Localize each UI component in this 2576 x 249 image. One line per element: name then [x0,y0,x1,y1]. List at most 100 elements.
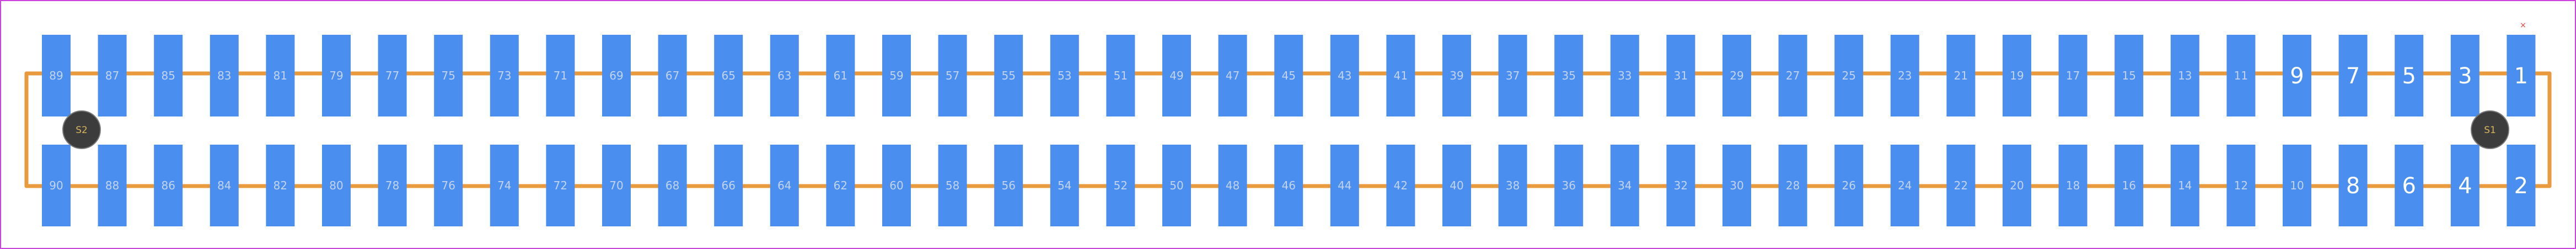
pad-rect [546,145,575,226]
pad-number: 72 [554,179,567,192]
pad-rect [154,35,183,116]
pad-rect [1162,145,1191,226]
pad-number: 82 [273,179,287,192]
pad-number: 7 [2346,63,2360,89]
pad-rect [546,35,575,116]
pad-number: 90 [49,179,63,192]
top-row-pad-67: 67 [658,35,687,116]
fiducial-label: S2 [76,125,88,136]
pad-number: 63 [777,69,791,82]
top-row-pad-43: 43 [1330,35,1359,116]
bottom-row-pad-68: 68 [658,145,687,226]
pad-rect [1890,35,1919,116]
pad-number: 5 [2402,63,2416,89]
pad-number: 40 [1450,179,1463,192]
pad-rect [1386,35,1415,116]
pad-number: 16 [2122,179,2135,192]
top-row-pad-5: 5 [2395,35,2424,116]
top-row-pad-29: 29 [1722,35,1751,116]
pad-rect [602,145,631,226]
bottom-row-pad-76: 76 [434,145,463,226]
pad-rect [994,35,1023,116]
top-row-pad-51: 51 [1106,35,1135,116]
pad-rect [2003,145,2031,226]
pad-rect [2226,35,2256,116]
top-row-pad-65: 65 [714,35,743,116]
pad-number: 83 [217,69,231,82]
pad-rect [2395,145,2424,226]
pad-number: 14 [2178,179,2192,192]
pad-number: 32 [1674,179,1688,192]
pad-rect [98,35,127,116]
pad-number: 65 [721,69,735,82]
bottom-row-pad-4: 4 [2450,145,2480,226]
pad-number: 81 [273,69,287,82]
pad-rect [2058,145,2087,226]
top-row-pad-9: 9 [2283,35,2311,116]
top-row-pad-27: 27 [1778,35,1807,116]
pad-rect [1778,35,1807,116]
top-row-pad-61: 61 [826,35,855,116]
top-row-pad-37: 37 [1498,35,1527,116]
pad-number: 67 [666,69,679,82]
pad-rect [2003,35,2031,116]
pad-rect [2226,145,2256,226]
pad-rect [2395,35,2424,116]
top-row-pad-31: 31 [1666,35,1695,116]
pad-number: 1 [2514,63,2528,89]
pad-rect [2115,145,2144,226]
pad-number: 37 [1506,69,1520,82]
pad-number: 66 [721,179,735,192]
pad-number: 55 [1001,69,1015,82]
top-row-pad-69: 69 [602,35,631,116]
pad-rect [1330,145,1359,226]
pad-number: 30 [1730,179,1743,192]
pad-rect [882,145,911,226]
pad-number: 48 [1226,179,1239,192]
top-row-pad-79: 79 [322,35,351,116]
bottom-row-pad-60: 60 [882,145,911,226]
bottom-row-pad-54: 54 [1050,145,1079,226]
pad-rect [98,145,127,226]
top-row-pad-57: 57 [938,35,967,116]
bottom-row-pad-26: 26 [1834,145,1864,226]
top-row-pad-47: 47 [1218,35,1247,116]
pad-rect [1330,35,1359,116]
bottom-row-pad-12: 12 [2226,145,2256,226]
pad-rect [2058,35,2087,116]
top-row-pad-75: 75 [434,35,463,116]
pad-number: 8 [2346,173,2360,199]
bottom-row-pad-56: 56 [994,145,1023,226]
pad-number: 52 [1114,179,1128,192]
pad-rect [378,35,407,116]
pad-rect [2170,35,2199,116]
pad-number: 6 [2402,173,2416,199]
pad-number: 69 [609,69,623,82]
pad-rect [1106,145,1135,226]
pad-rect [2450,35,2480,116]
pad-number: 23 [1898,69,1912,82]
pad-rect [938,35,967,116]
pad-number: 43 [1338,69,1351,82]
pad-number: 19 [2010,69,2024,82]
pad-number: 4 [2458,173,2472,199]
bottom-row-pad-36: 36 [1554,145,1584,226]
top-row-pad-11: 11 [2226,35,2256,116]
pad-rect [1386,145,1415,226]
pad-rect [1274,35,1303,116]
top-row-pad-13: 13 [2170,35,2199,116]
bottom-row-pad-88: 88 [98,145,127,226]
pad-rect [658,145,687,226]
pad-rect [2507,35,2536,116]
pad-rect [1554,145,1584,226]
pad-rect [2170,145,2199,226]
bottom-row-pad-44: 44 [1330,145,1359,226]
bottom-row-pad-6: 6 [2395,145,2424,226]
top-row-pad-17: 17 [2058,35,2087,116]
pad-rect [714,35,743,116]
pad-rect [42,35,71,116]
fiducial-s1: S1 [2471,110,2509,149]
top-row-pad-89: 89 [42,35,71,116]
pad-rect [1946,145,1976,226]
